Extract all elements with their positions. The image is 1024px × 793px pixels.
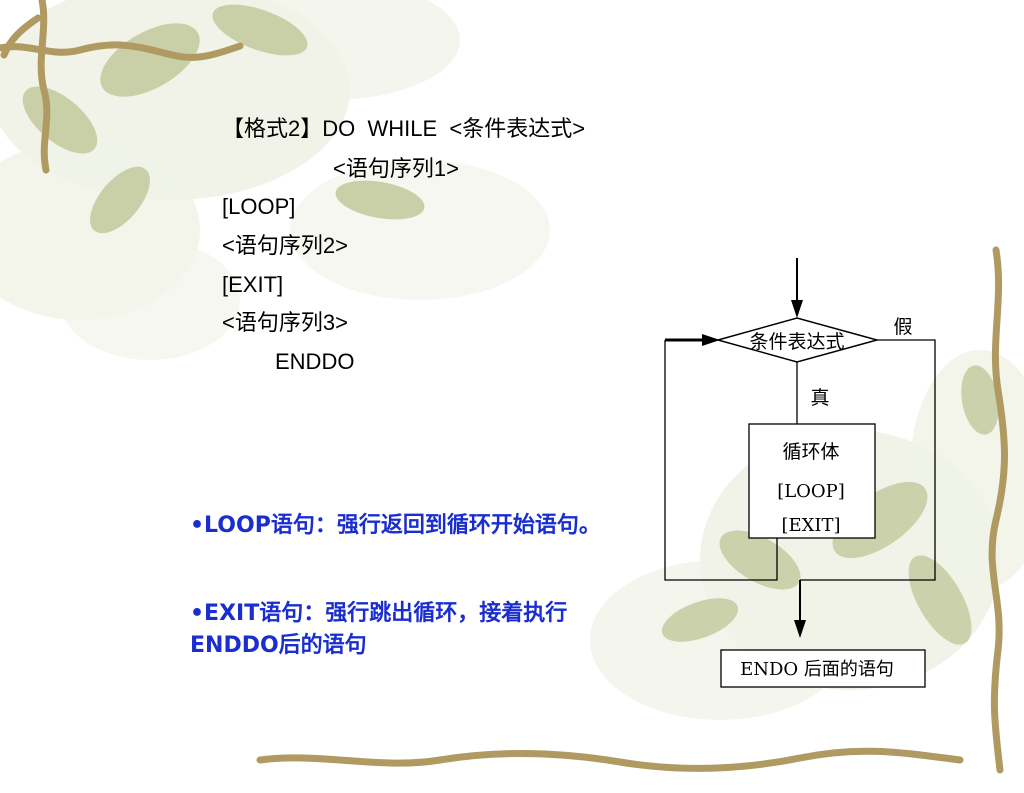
loop-body-exit: [EXIT] — [781, 515, 840, 536]
exit-arrowhead — [794, 620, 806, 638]
loop-return-arrowhead — [702, 334, 720, 346]
after-loop-label: ENDO 后面的语句 — [740, 659, 894, 680]
after-loop-box — [720, 649, 926, 688]
entry-arrowhead — [791, 300, 803, 318]
exit-note: •EXIT语句：强行跳出循环，接着执行ENDDO后的语句 — [190, 601, 568, 658]
loop-body-loop: [LOOP] — [777, 481, 845, 502]
code-line-5: [EXIT] — [222, 272, 284, 297]
code-line-2: <语句序列1> — [333, 156, 459, 181]
code-line-4: <语句序列2> — [222, 233, 348, 258]
code-line-7: ENDDO — [275, 349, 355, 374]
code-line-6: <语句序列3> — [222, 310, 348, 335]
loop-note: •LOOP语句：强行返回到循环开始语句。 — [190, 513, 601, 538]
false-branch — [800, 339, 936, 581]
true-label: 真 — [810, 387, 829, 409]
condition-label: 条件表达式 — [749, 331, 844, 353]
false-label: 假 — [893, 316, 912, 338]
code-line-3: [LOOP] — [222, 194, 296, 219]
loop-return-path — [664, 340, 778, 581]
code-line-1: 【格式2】DO WHILE <条件表达式> — [222, 116, 586, 141]
loop-body-title: 循环体 — [782, 441, 839, 463]
loop-body-box — [748, 423, 876, 539]
